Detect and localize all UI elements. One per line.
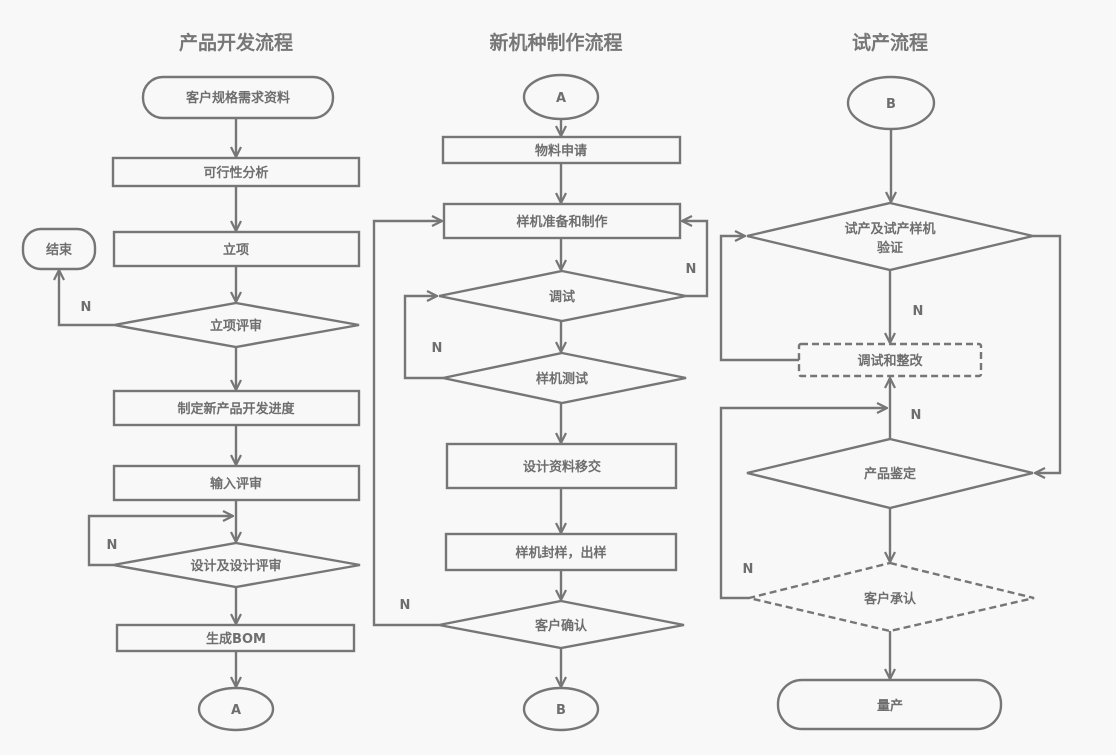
no-label: N — [81, 300, 92, 315]
node-label: 样机准备和制作 — [516, 214, 607, 230]
no-label: N — [432, 341, 443, 356]
node-label: 客户承认 — [864, 591, 917, 607]
no-label: N — [911, 408, 922, 423]
node-design-handover[interactable]: 设计资料移交 — [445, 442, 678, 490]
node-material-request[interactable]: 物料申请 — [441, 135, 682, 165]
no-label: N — [107, 538, 118, 553]
node-label: 物料申请 — [535, 143, 587, 159]
node-sample-seal[interactable]: 样机封样，出样 — [444, 532, 678, 572]
column-title: 产品开发流程 — [179, 31, 293, 54]
no-branch-arrow — [682, 221, 709, 298]
connector-b-out[interactable]: B — [522, 686, 600, 732]
node-label: 可行性分析 — [203, 165, 268, 181]
node-prototype-build[interactable]: 样机准备和制作 — [442, 202, 682, 240]
node-feasibility[interactable]: 可行性分析 — [111, 156, 361, 188]
node-label: 立项 — [223, 242, 249, 258]
node-label: 调试和整改 — [857, 353, 923, 369]
no-branch-arrow — [372, 221, 442, 627]
node-label: 制定新产品开发进度 — [177, 401, 295, 417]
decision-trial-verify[interactable]: 试产及试产样机 验证 — [746, 201, 1034, 272]
loop-back-arrow — [719, 236, 799, 362]
decision-customer-confirm[interactable]: 客户确认 — [438, 599, 685, 650]
decision-customer-acceptance[interactable]: 客户承认 — [748, 561, 1035, 633]
node-label: 生成BOM — [206, 631, 266, 647]
yes-branch-arrow — [1033, 234, 1062, 473]
node-label: 试产及试产样机 — [844, 221, 935, 237]
node-schedule[interactable]: 制定新产品开发进度 — [112, 389, 361, 427]
no-label: N — [913, 304, 924, 319]
connector-a-out[interactable]: A — [197, 686, 275, 732]
column-title: 新机种制作流程 — [489, 31, 622, 54]
no-branch-arrow — [403, 296, 443, 380]
node-label: 调试 — [549, 289, 575, 305]
no-branch-arrow — [87, 516, 233, 567]
connector-a-in[interactable]: A — [522, 73, 600, 121]
node-label: 验证 — [877, 240, 903, 256]
node-label: 量产 — [877, 698, 903, 714]
decision-product-appraisal[interactable]: 产品鉴定 — [746, 437, 1034, 510]
node-label: A — [231, 703, 241, 718]
node-approval[interactable]: 立项 — [112, 230, 361, 268]
no-branch-arrow — [719, 408, 887, 600]
node-label: 产品鉴定 — [864, 466, 916, 482]
no-label: N — [743, 562, 754, 577]
column-new-model-production: 新机种制作流程 A 物料申请 样机准备和制作 调试 N 样机测试 N — [372, 31, 709, 732]
node-debug-fix[interactable]: 调试和整改 — [797, 342, 983, 378]
node-label: 输入评审 — [210, 476, 262, 492]
node-label: 样机测试 — [536, 371, 588, 387]
no-label: N — [686, 262, 697, 277]
node-label: 立项评审 — [210, 318, 262, 334]
node-mass-production[interactable]: 量产 — [776, 678, 1003, 731]
node-label: 客户确认 — [535, 618, 588, 634]
column-product-development: 产品开发流程 客户规格需求资料 可行性分析 立项 结束 立项评审 N — [21, 31, 361, 732]
connector-b-in[interactable]: B — [846, 75, 936, 131]
node-label: 客户规格需求资料 — [186, 90, 290, 106]
decision-approval-review[interactable]: 立项评审 — [113, 301, 360, 349]
node-input-review[interactable]: 输入评审 — [112, 464, 361, 502]
node-generate-bom[interactable]: 生成BOM — [115, 623, 356, 653]
node-label: 结束 — [46, 242, 73, 258]
decision-design-review[interactable]: 设计及设计评审 — [112, 541, 361, 589]
node-label: B — [556, 703, 566, 718]
node-label: 设计及设计评审 — [190, 558, 281, 574]
node-customer-spec[interactable]: 客户规格需求资料 — [141, 75, 335, 120]
no-label: N — [400, 598, 411, 613]
node-label: 设计资料移交 — [523, 459, 601, 475]
column-trial-production: 试产流程 B 试产及试产样机 验证 N 调试和整改 N 产品鉴定 — [719, 31, 1062, 731]
decision-prototype-test[interactable]: 样机测试 — [442, 351, 687, 405]
node-label: B — [886, 97, 896, 112]
node-label: 样机封样，出样 — [515, 545, 606, 561]
node-end[interactable]: 结束 — [21, 227, 97, 271]
decision-debug[interactable]: 调试 — [438, 269, 687, 323]
column-title: 试产流程 — [852, 31, 928, 54]
node-label: A — [556, 91, 566, 106]
no-branch-arrow — [59, 270, 114, 327]
